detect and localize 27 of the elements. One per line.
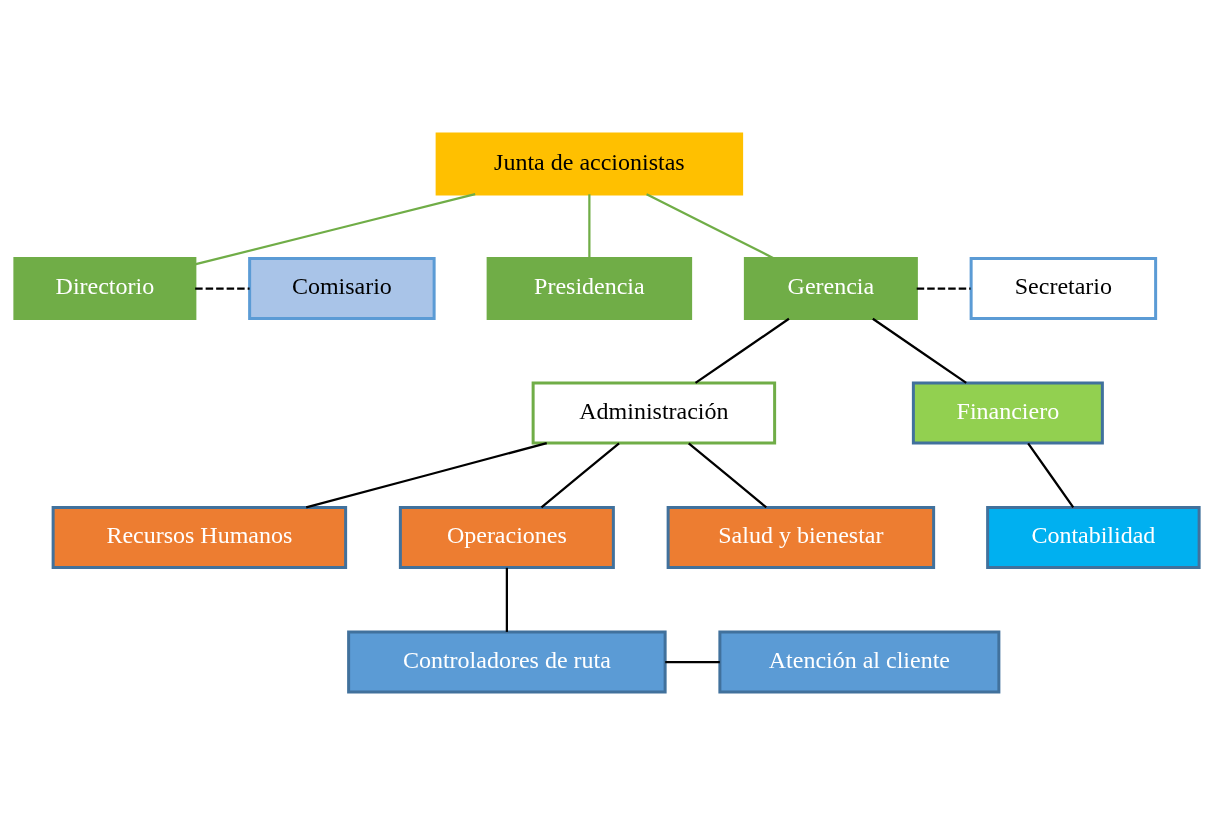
node-box: Financiero (911, 381, 1104, 445)
connector (540, 442, 620, 509)
node-box: Controladores de ruta (347, 630, 667, 694)
connector (195, 287, 250, 290)
connector (665, 660, 720, 664)
connector (1027, 442, 1075, 509)
node-box: Atención al cliente (718, 630, 1001, 694)
node-box: Comisario (248, 257, 436, 320)
connector (646, 193, 775, 260)
connector (505, 567, 508, 632)
node-box: Gerencia (743, 257, 918, 320)
node-box: Junta de accionistas (435, 132, 744, 196)
connector (688, 442, 767, 509)
connector (916, 287, 971, 290)
node-box: Secretario (969, 257, 1158, 320)
node-box: Contabilidad (986, 506, 1201, 569)
node-box: Presidencia (486, 257, 693, 320)
node-box: Recursos Humanos (51, 506, 348, 569)
node-box: Salud y bienestar (666, 506, 936, 569)
connector (194, 193, 476, 266)
node-box: Administración (531, 381, 777, 445)
node-box: Operaciones (398, 506, 615, 569)
connector (694, 317, 790, 384)
connector (588, 194, 591, 259)
connector (305, 442, 548, 509)
connector (872, 317, 967, 384)
node-box: Directorio (13, 257, 197, 320)
